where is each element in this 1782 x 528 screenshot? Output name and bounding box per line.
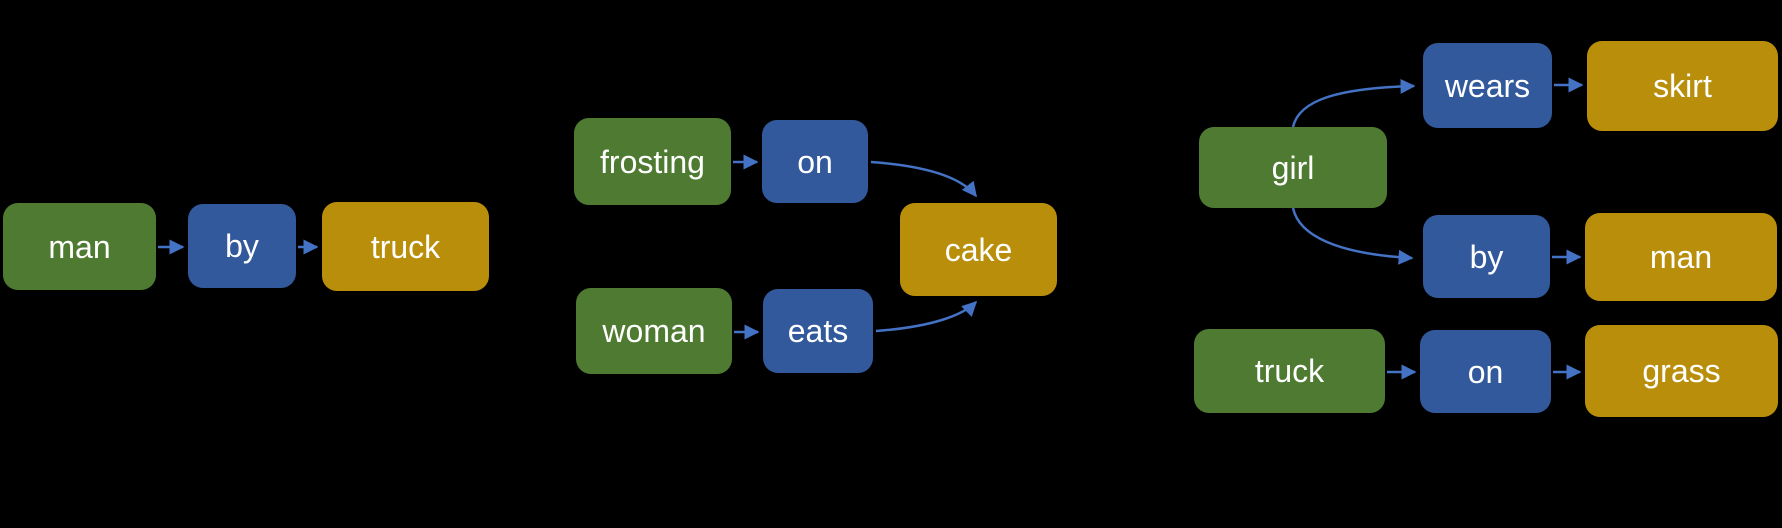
- node-grass: grass: [1585, 325, 1778, 417]
- node-man-2: man: [1585, 213, 1777, 301]
- node-truck-2: truck: [1194, 329, 1385, 413]
- node-by-2: by: [1423, 215, 1550, 298]
- edge-girl-wears: [1291, 78, 1416, 128]
- node-truck: truck: [322, 202, 489, 291]
- node-eats: eats: [763, 289, 873, 373]
- node-wears: wears: [1423, 43, 1552, 128]
- node-by: by: [188, 204, 296, 288]
- node-on-2: on: [1420, 330, 1551, 413]
- edge-on-cake: [870, 160, 977, 198]
- node-frosting: frosting: [574, 118, 731, 205]
- edge-girl-by: [1291, 207, 1414, 265]
- node-man: man: [3, 203, 156, 290]
- edge-eats-cake: [875, 300, 978, 333]
- node-on: on: [762, 120, 868, 203]
- node-woman: woman: [576, 288, 732, 374]
- node-girl: girl: [1199, 127, 1387, 208]
- node-cake: cake: [900, 203, 1057, 296]
- node-skirt: skirt: [1587, 41, 1778, 131]
